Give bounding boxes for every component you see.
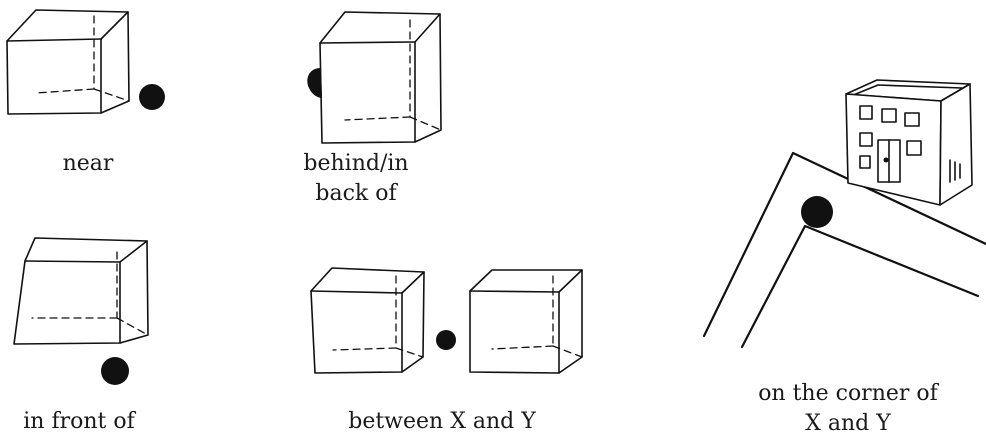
behind-illustration [307,11,442,144]
in-front-of-illustration [13,237,149,385]
window-icon [904,112,920,127]
caption-behind-line1: behind/in [303,151,408,176]
ball-icon [436,330,456,350]
window-icon [859,155,871,169]
caption-near: near [63,151,114,176]
cube-icon [319,11,442,144]
caption-behind-line2: back of [315,181,398,206]
window-icon [859,132,873,147]
caption-in-front-of: in front of [23,409,136,434]
near-illustration [6,9,165,115]
window-icon [859,105,873,120]
cube-icon [6,9,130,115]
corner-illustration [702,79,986,349]
cube-x-icon [310,267,425,374]
caption-corner-line1: on the corner of [758,381,939,406]
window-icon [881,108,897,123]
cube-y-icon [469,269,583,374]
cube-icon [13,237,149,345]
caption-corner-line2: X and Y [805,411,891,436]
building-icon [845,79,973,206]
street-inner-edge [740,224,980,349]
window-icon [906,140,922,156]
ball-icon [307,68,322,98]
caption-between: between X and Y [348,409,536,434]
ball-icon [801,196,833,228]
between-illustration [310,267,583,374]
ball-icon [101,357,129,385]
street-outer-edge [702,151,986,338]
ball-icon [139,84,165,110]
